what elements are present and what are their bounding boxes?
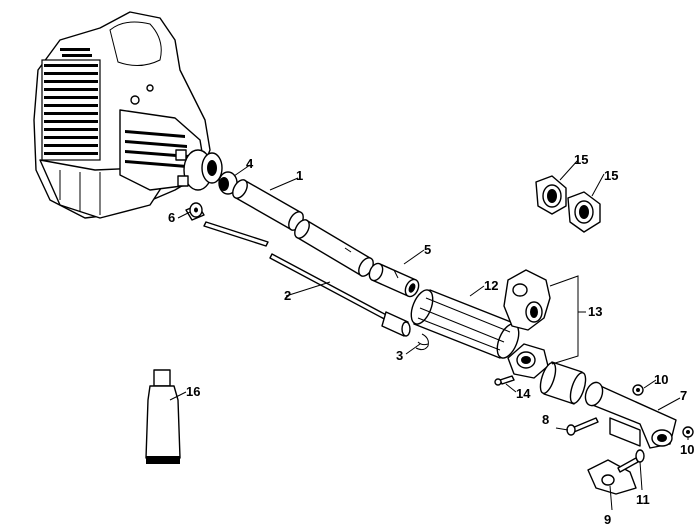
drive-shaft-short xyxy=(203,221,269,247)
engine-powerhead xyxy=(33,11,223,219)
callout-14: 14 xyxy=(516,386,531,401)
leader-lines xyxy=(169,159,689,511)
part-16-grease-tube xyxy=(145,369,181,464)
part-12-damper xyxy=(410,289,520,359)
callout-11: 11 xyxy=(636,492,650,507)
part-9-wing-knob xyxy=(587,457,639,495)
part-15-clip-right xyxy=(567,191,601,233)
part-7-handle-support xyxy=(584,381,677,449)
callout-1: 1 xyxy=(296,168,303,183)
part-10-nut-lower xyxy=(682,426,694,438)
part-3-circlip xyxy=(415,333,429,351)
callout-16: 16 xyxy=(186,384,200,399)
callout-12: 12 xyxy=(484,278,498,293)
engine-coupling-flange xyxy=(175,149,223,191)
part-10-nut-upper xyxy=(632,384,644,396)
callout-9: 9 xyxy=(604,512,611,527)
callout-13: 13 xyxy=(588,304,602,319)
callout-8: 8 xyxy=(542,412,549,427)
part-14-screw xyxy=(494,375,515,386)
part-15-clip-left xyxy=(535,175,567,215)
callout-15-left: 15 xyxy=(574,152,588,167)
part-13-clamp-assembly xyxy=(503,269,587,405)
callout-7: 7 xyxy=(680,388,687,403)
engine-cooling-fins xyxy=(41,48,101,161)
callout-3: 3 xyxy=(396,348,403,363)
callout-10-lower: 10 xyxy=(680,442,694,457)
part-5-sleeve xyxy=(368,262,420,298)
part-2-drive-shaft xyxy=(269,253,411,337)
part-1-drive-tube xyxy=(232,179,374,277)
callout-4: 4 xyxy=(246,156,254,171)
callout-6: 6 xyxy=(168,210,175,225)
part-6-bearing xyxy=(185,202,205,221)
callout-15-right: 15 xyxy=(604,168,618,183)
callout-10-upper: 10 xyxy=(654,372,668,387)
part-8-screw xyxy=(566,417,599,436)
callout-5: 5 xyxy=(424,242,431,257)
callout-2: 2 xyxy=(284,288,291,303)
